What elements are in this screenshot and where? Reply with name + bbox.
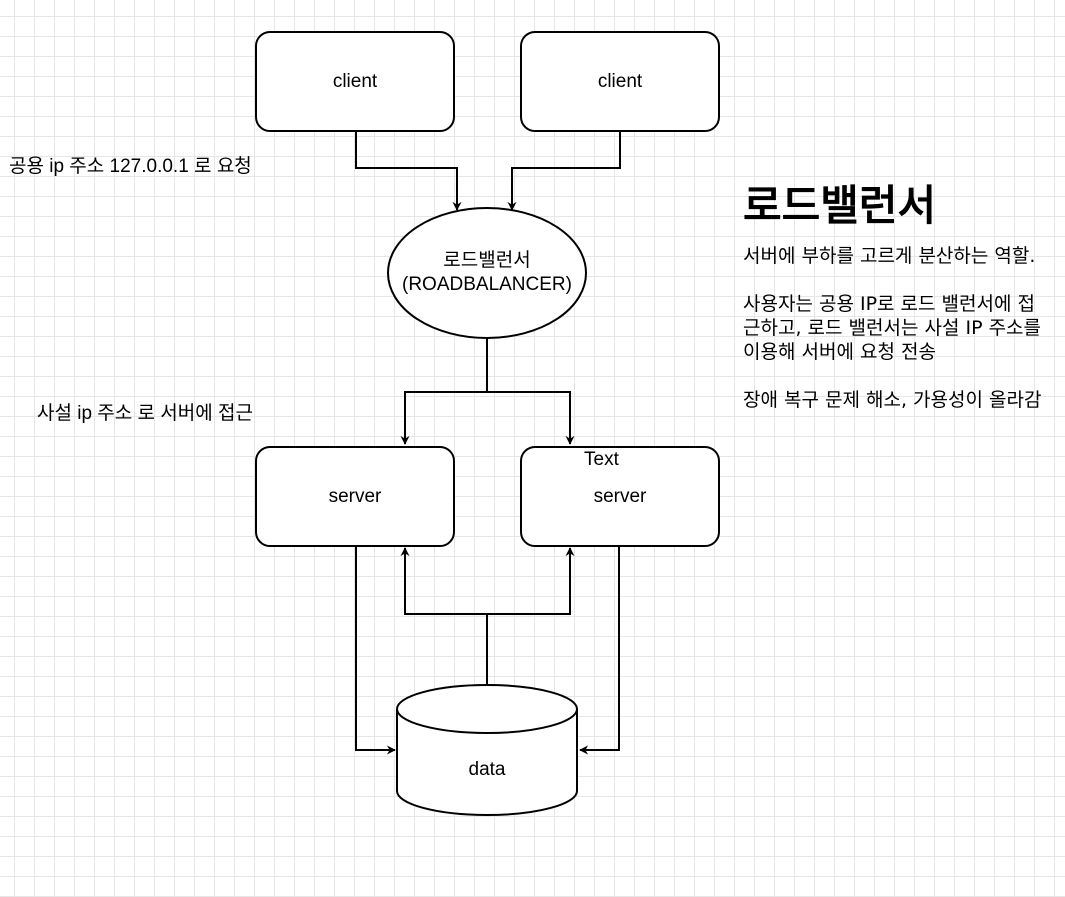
edge-server-left-to-data xyxy=(355,546,396,755)
edge-client-left-to-loadbalancer xyxy=(355,131,462,211)
edge-loadbalancer-to-server-right xyxy=(487,391,575,445)
side-panel-paragraph-2: 사용자는 공용 IP로 로드 밸런서에 접근하고, 로드 밸런서는 사설 IP … xyxy=(743,293,1042,363)
side-panel-body: 서버에 부하를 고르게 분산하는 역할. 사용자는 공용 IP로 로드 밸런서에… xyxy=(743,244,1051,436)
data-cylinder[interactable] xyxy=(396,684,578,816)
edge-server-right-to-data xyxy=(579,546,620,755)
server-box-left[interactable] xyxy=(255,446,455,547)
public-ip-annotation: 공용 ip 주소 127.0.0.1 로 요청 xyxy=(9,156,252,177)
edge-data-to-server-left xyxy=(400,547,488,685)
client-label-left: client xyxy=(332,70,378,92)
client-label-right: client xyxy=(597,70,643,92)
loadbalancer-label-english: (ROADBALANCER) xyxy=(402,274,572,295)
client-box-left[interactable] xyxy=(255,31,455,132)
stray-text-label[interactable]: Text xyxy=(584,449,619,470)
edge-data-to-server-right xyxy=(487,547,575,615)
loadbalancer-ellipse[interactable] xyxy=(387,207,587,339)
loadbalancer-label: 로드밸런서 (ROADBALANCER) xyxy=(388,208,586,338)
side-panel-title: 로드밸런서 xyxy=(743,181,937,230)
server-box-right[interactable] xyxy=(520,446,720,547)
edge-client-right-to-loadbalancer xyxy=(507,131,621,211)
server-label-right: server xyxy=(593,485,647,507)
side-panel-paragraph-3: 장애 복구 문제 해소, 가용성이 올라감 xyxy=(743,389,1042,411)
edge-loadbalancer-to-server-left xyxy=(400,338,488,445)
client-box-right[interactable] xyxy=(520,31,720,132)
private-ip-annotation: 사설 ip 주소 로 서버에 접근 xyxy=(37,403,253,424)
data-label: data xyxy=(468,759,506,780)
server-label-left: server xyxy=(328,485,382,507)
side-panel-paragraph-1: 서버에 부하를 고르게 분산하는 역할. xyxy=(743,245,1036,267)
loadbalancer-label-korean: 로드밸런서 xyxy=(443,250,531,271)
